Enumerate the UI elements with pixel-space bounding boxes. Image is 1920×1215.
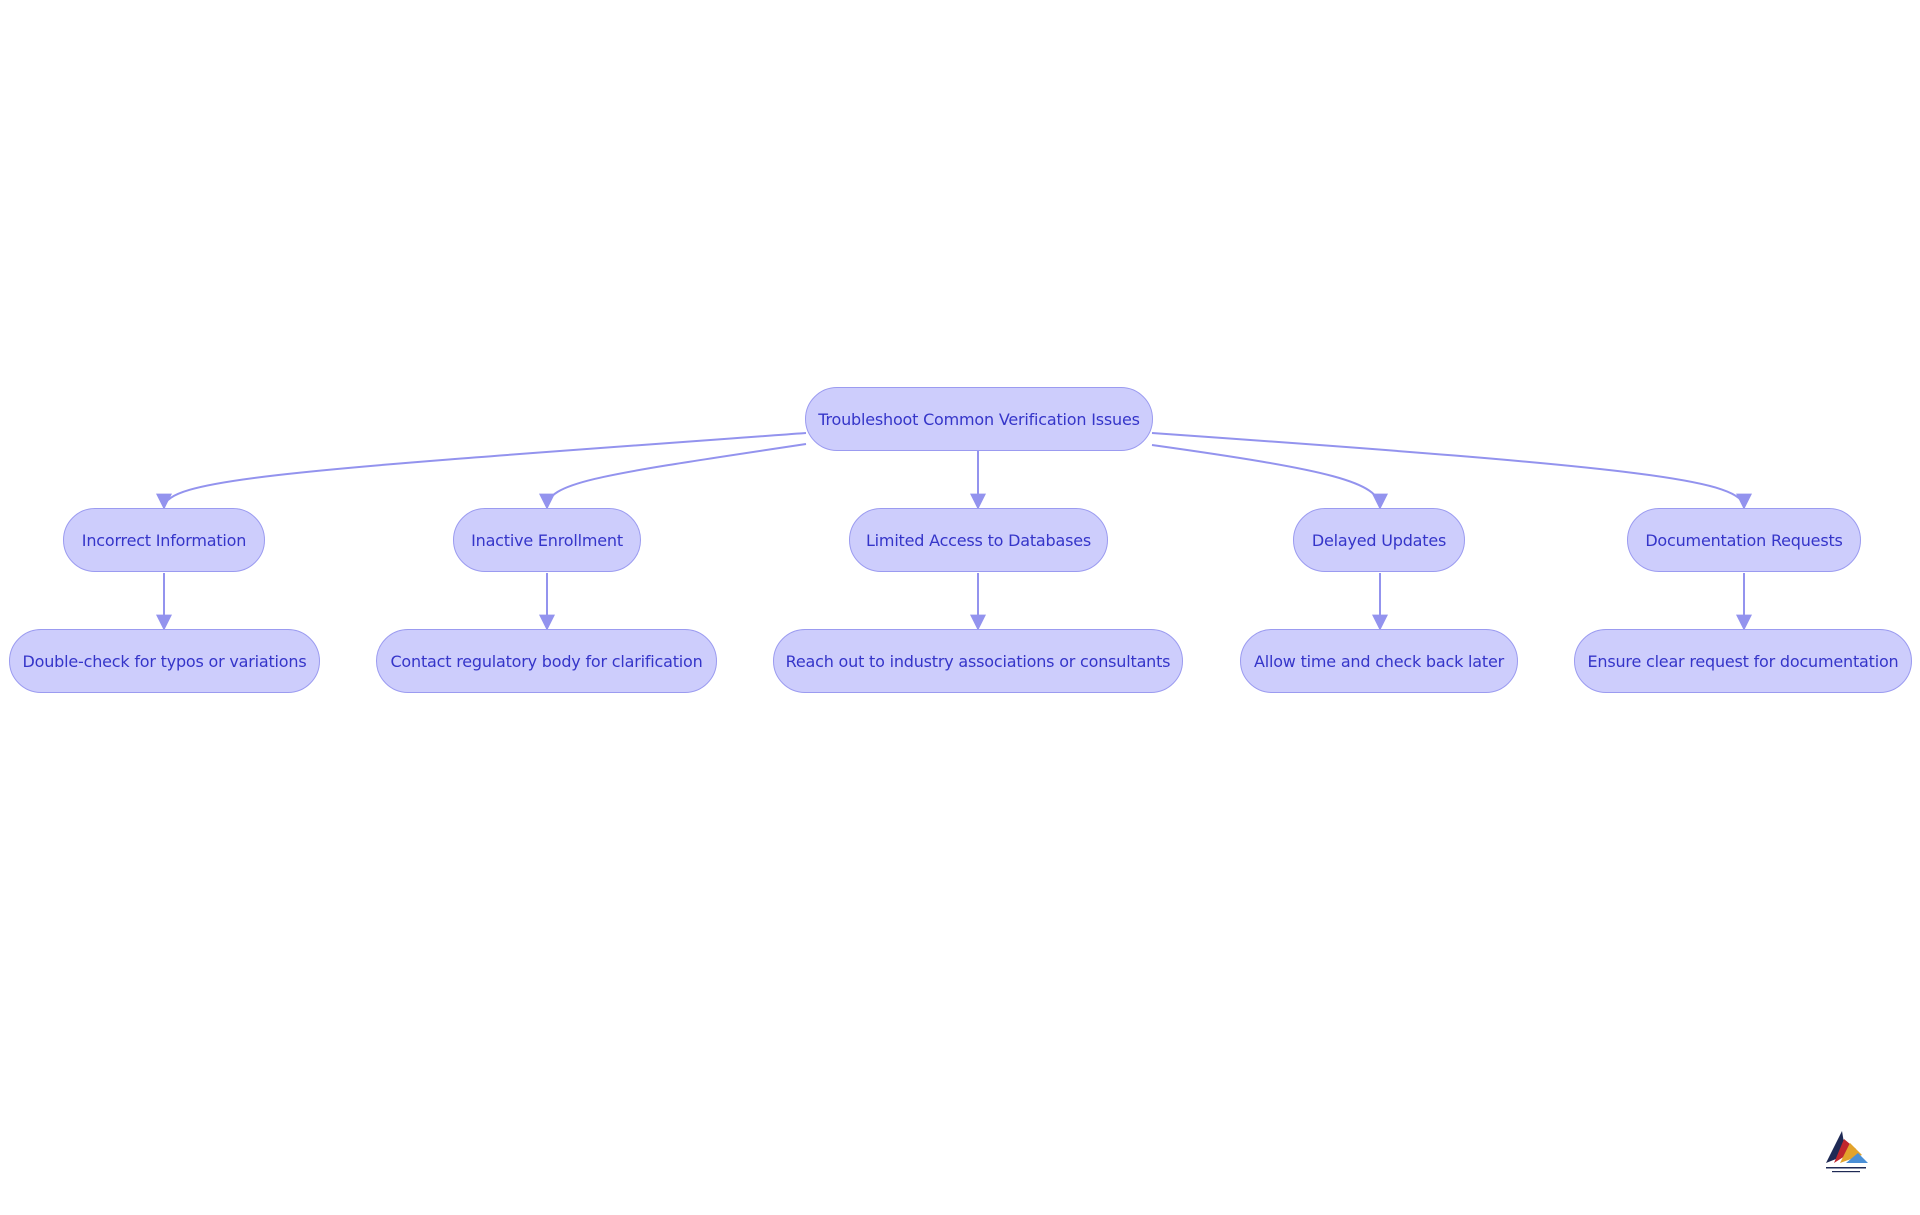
action-node-contact-regulatory-body: Contact regulatory body for clarificatio…: [376, 629, 717, 693]
action-node-double-check: Double-check for typos or variations: [9, 629, 320, 693]
issue-node-incorrect-information: Incorrect Information: [63, 508, 265, 572]
issue-node-inactive-enrollment: Inactive Enrollment: [453, 508, 641, 572]
issue-node-documentation-requests: Documentation Requests: [1627, 508, 1861, 572]
edge-root-to-inactive-enrollment: [539, 443, 807, 510]
company-logo-icon: [1820, 1125, 1870, 1175]
issue-node-limited-access-to-databases: Limited Access to Databases: [849, 508, 1108, 572]
action-node-allow-time: Allow time and check back later: [1240, 629, 1518, 693]
action-node-ensure-clear-request: Ensure clear request for documentation: [1574, 629, 1912, 693]
edge-root-to-documentation-requests: [1151, 432, 1752, 510]
root-node: Troubleshoot Common Verification Issues: [805, 387, 1153, 451]
action-node-reach-out: Reach out to industry associations or co…: [773, 629, 1183, 693]
issue-node-delayed-updates: Delayed Updates: [1293, 508, 1465, 572]
edge-root-to-delayed-updates: [1151, 444, 1388, 510]
edge-root-to-incorrect-information: [156, 432, 807, 510]
